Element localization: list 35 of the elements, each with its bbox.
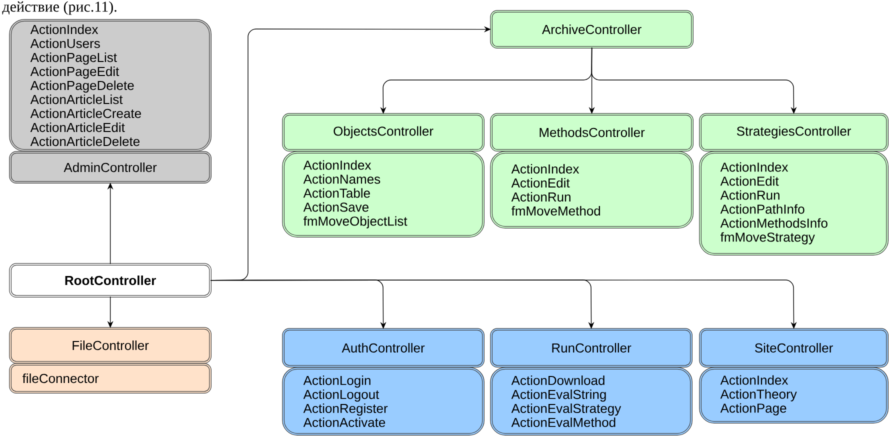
controller-box: StrategiesController xyxy=(699,113,888,152)
node-label: ActionPathInfo xyxy=(720,204,804,214)
connector-box: fileConnector xyxy=(9,363,212,394)
node-label: ActionIndex xyxy=(720,162,788,172)
node-label: ActionPage xyxy=(720,403,786,416)
action-list-box: ActionIndex ActionEdit ActionRun fmMoveMethod xyxy=(490,151,694,228)
controller-box: ObjectsController xyxy=(282,113,484,152)
node-label: ActionTheory xyxy=(720,389,797,402)
controller-box: ArchiveController xyxy=(490,10,694,48)
node-label: ActionRun xyxy=(720,190,780,200)
node-label: ActionRegister xyxy=(303,404,388,416)
controller-box: SiteController xyxy=(699,328,888,368)
node-label: ActionEvalString xyxy=(511,390,606,402)
action-list-box: ActionIndex ActionTheory ActionPage xyxy=(699,367,888,424)
action-list-box: ActionLogin ActionLogout ActionRegister ActionActivate xyxy=(282,367,484,436)
node-label: ActionIndex xyxy=(720,375,788,385)
action-list-box: ActionIndex ActionUsers ActionPageList ActionPageEdit ActionPageDelete ActionArticleList ActionArticleCreate ActionArticleEdit ActionArticleDelete xyxy=(9,19,212,152)
node-label: ActionActivate xyxy=(303,418,386,428)
controller-box: RootController xyxy=(9,263,212,298)
node-label: ActionEvalMethod xyxy=(511,418,616,428)
controller-box: AuthController xyxy=(282,328,484,368)
node-label: ActionLogin xyxy=(303,376,370,388)
node-label: fmMoveStrategy xyxy=(720,232,815,244)
controller-box: AdminController xyxy=(9,151,212,184)
action-list-box: ActionDownload ActionEvalString ActionEvalStrategy ActionEvalMethod xyxy=(490,367,692,436)
node-label: ActionLogout xyxy=(303,390,380,402)
node-label: ActionMethodsInfo xyxy=(720,218,828,228)
action-list-box: ActionIndex ActionNames ActionTable ActionSave fmMoveObjectList xyxy=(282,151,484,238)
controller-box: MethodsController xyxy=(490,113,694,152)
node-label: ActionEdit xyxy=(720,176,779,186)
node-label: ActionEvalStrategy xyxy=(511,404,622,416)
controller-box: FileController xyxy=(9,327,212,364)
controller-box: RunController xyxy=(490,328,692,368)
node-label: ActionDownload xyxy=(511,376,604,386)
action-list-box: ActionIndex ActionEdit ActionRun ActionPathInfo ActionMethodsInfo fmMoveStrategy xyxy=(699,151,888,256)
